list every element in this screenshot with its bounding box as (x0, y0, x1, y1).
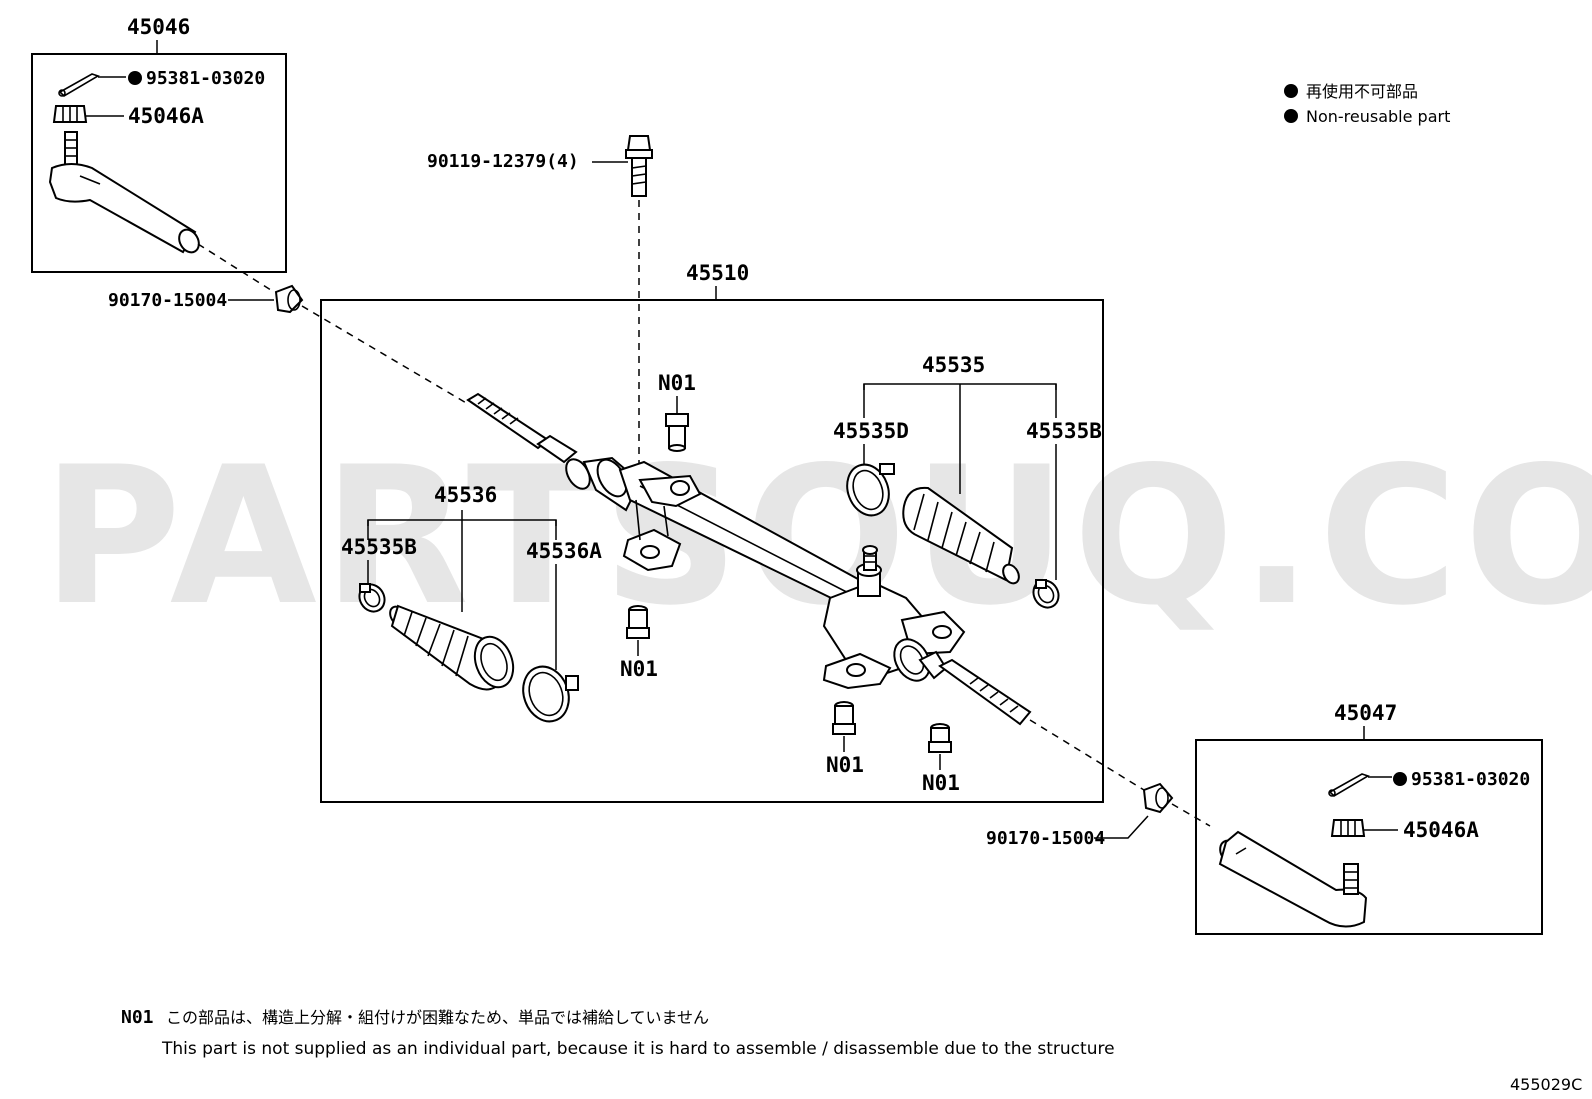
non-reusable-bullet-icon (1284, 84, 1298, 98)
cap-right-group: 90170-15004 (986, 782, 1174, 849)
tie-rod-end-right-box (1195, 739, 1543, 935)
part-number-45535D[interactable]: 45535D (833, 419, 909, 443)
tie-rod-end-left-icon (48, 131, 200, 254)
clamp-45535D-icon (846, 463, 895, 517)
part-number-45047[interactable]: 45047 (1334, 701, 1397, 725)
part-number-45046A-left[interactable]: 45046A (128, 104, 204, 128)
part-number-45510[interactable]: 45510 (686, 261, 749, 285)
part-number-90170-15004-right[interactable]: 90170-15004 (986, 828, 1105, 849)
bolt-icon (625, 135, 653, 197)
non-reusable-bullet-icon (1393, 772, 1407, 786)
boot-left-icon (389, 604, 515, 691)
cap-left-icon (274, 284, 304, 314)
part-number-45046[interactable]: 45046 (127, 15, 190, 39)
part-number-45536[interactable]: 45536 (434, 483, 497, 507)
watermark: PARTSOUQ.COM (42, 426, 1592, 647)
cotter-pin-right-icon (1328, 773, 1370, 798)
tie-rod-end-left-box (31, 53, 287, 273)
legend-text-jp: 再使用不可部品 (1306, 82, 1418, 101)
castle-nut-right-icon (1330, 819, 1366, 837)
legend: 再使用不可部品 Non-reusable part (1284, 82, 1450, 126)
part-number-45046A-right[interactable]: 45046A (1403, 818, 1479, 842)
part-number-90119-12379[interactable]: 90119-12379(4) (427, 151, 579, 172)
bushing-left-icon (626, 605, 650, 639)
clamp-45535B-left-icon (358, 583, 386, 613)
part-number-N01-bottom-center[interactable]: N01 (826, 753, 864, 777)
tie-rod-end-right-group: 45047 95381-03020 45046A (1195, 701, 1543, 935)
clamp-45536A-icon (522, 665, 579, 723)
part-number-45536A[interactable]: 45536A (526, 539, 602, 563)
part-number-N01-bottom-right[interactable]: N01 (922, 771, 960, 795)
part-number-N01-left[interactable]: N01 (620, 657, 658, 681)
diagram-code: 455029C (1510, 1075, 1582, 1094)
boot-right-icon (902, 486, 1020, 585)
gear-assembly-box (320, 299, 1104, 803)
bushing-bottom-center-icon (832, 701, 856, 735)
clamp-45535B-right-icon (1032, 579, 1060, 609)
bushing-bottom-right-icon (928, 723, 952, 753)
cap-left-group: 90170-15004 (108, 284, 304, 314)
part-number-45535[interactable]: 45535 (922, 353, 985, 377)
non-reusable-bullet-icon (128, 71, 142, 85)
bolt-group: 90119-12379(4) (427, 135, 653, 472)
cotter-pin-left-icon (58, 73, 100, 98)
legend-text-en: Non-reusable part (1306, 107, 1450, 126)
tie-rod-end-right-icon (1218, 830, 1368, 928)
castle-nut-left-icon (52, 105, 88, 123)
part-number-95381-03020-left[interactable]: 95381-03020 (146, 68, 265, 89)
footnote-text-jp: この部品は、構造上分解・組付けが困難なため、単品では補給していません (166, 1008, 709, 1027)
footnote-text-en: This part is not supplied as an individu… (161, 1039, 1115, 1059)
part-number-90170-15004-left[interactable]: 90170-15004 (108, 290, 227, 311)
part-number-N01-top[interactable]: N01 (658, 371, 696, 395)
part-number-45535B-right[interactable]: 45535B (1026, 419, 1102, 443)
non-reusable-bullet-icon (1284, 109, 1298, 123)
bushing-top-icon (665, 413, 689, 452)
footnote: N01 この部品は、構造上分解・組付けが困難なため、単品では補給していません T… (121, 1007, 1115, 1059)
cap-right-icon (1142, 782, 1174, 814)
gear-assembly-group: 45510 (320, 261, 1104, 803)
footnote-marker: N01 (121, 1007, 154, 1028)
tie-rod-end-left-group: 45046 95381-03020 45046A (31, 15, 287, 273)
part-number-95381-03020-right[interactable]: 95381-03020 (1411, 769, 1530, 790)
part-number-45535B-left[interactable]: 45535B (341, 535, 417, 559)
steering-rack-icon (466, 392, 1032, 726)
